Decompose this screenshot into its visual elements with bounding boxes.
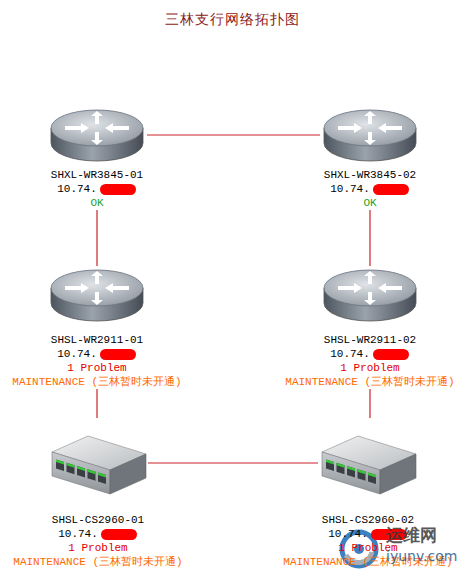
status-text: OK	[250, 196, 464, 210]
router-node: SHXL-WR3845-0110.74.OK	[47, 106, 147, 210]
router-icon	[322, 106, 418, 164]
maintenance-note: MAINTENANCE (三林暂时未开通)	[0, 555, 218, 569]
maintenance-note: MAINTENANCE (三林暂时未开通)	[250, 375, 464, 389]
switch-node: SHSL-CS2960-0210.74.1 ProblemMAINTENANCE…	[318, 418, 418, 569]
switch-icon	[48, 418, 148, 502]
ip-address: 10.74.	[57, 347, 137, 361]
watermark-url: iyunv.com	[386, 547, 457, 565]
status-text: 1 Problem	[0, 361, 217, 375]
device-name: SHSL-WR2911-02	[250, 333, 464, 347]
device-name: SHXL-WR3845-01	[0, 168, 217, 182]
router-icon	[49, 266, 145, 324]
network-link	[96, 210, 97, 266]
router-icon	[322, 266, 418, 324]
network-link	[148, 462, 318, 463]
ip-address: 10.74.	[58, 527, 138, 541]
router-node: SHSL-WR2911-0110.74.1 ProblemMAINTENANCE…	[47, 266, 147, 389]
router-icon	[49, 106, 145, 164]
network-link	[369, 389, 370, 418]
device-name: SHXL-WR3845-02	[250, 168, 464, 182]
network-link	[96, 389, 97, 418]
network-link	[147, 134, 320, 135]
ip-address: 10.74.	[330, 182, 410, 196]
status-text: OK	[0, 196, 217, 210]
ip-address: 10.74.	[330, 347, 410, 361]
switch-node: SHSL-CS2960-0110.74.1 ProblemMAINTENANCE…	[48, 418, 148, 569]
device-name: SHSL-WR2911-01	[0, 333, 217, 347]
ip-address: 10.74.	[57, 182, 137, 196]
device-name: SHSL-CS2960-01	[0, 513, 218, 527]
router-node: SHSL-WR2911-0210.74.1 ProblemMAINTENANCE…	[320, 266, 420, 389]
network-link	[369, 210, 370, 266]
maintenance-note: MAINTENANCE (三林暂时未开通)	[0, 375, 217, 389]
status-text: 1 Problem	[0, 541, 218, 555]
switch-icon	[318, 418, 418, 502]
device-name: SHSL-CS2960-02	[248, 513, 464, 527]
diagram-title: 三林支行网络拓扑图	[0, 11, 464, 29]
watermark-text: 运维网	[386, 525, 437, 545]
status-text: 1 Problem	[250, 361, 464, 375]
router-node: SHXL-WR3845-0210.74.OK	[320, 106, 420, 210]
